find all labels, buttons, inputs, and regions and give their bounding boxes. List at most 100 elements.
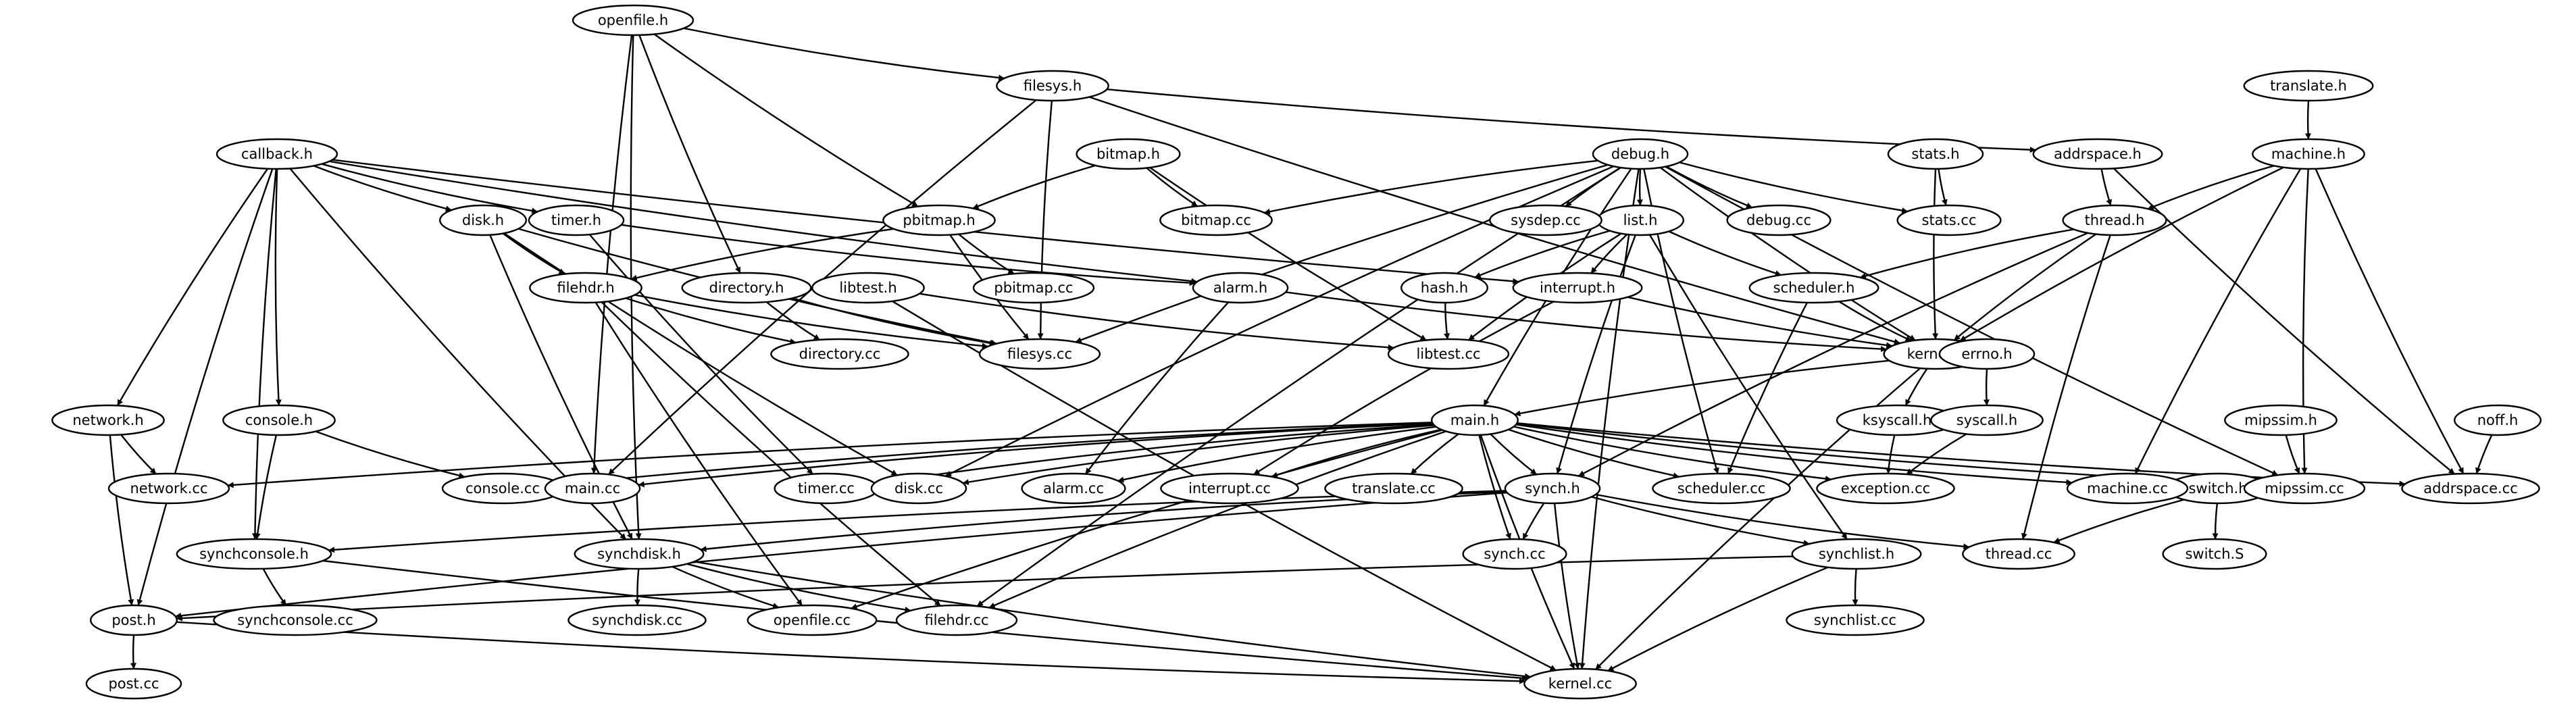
edge-main-h-to-machine-cc <box>1515 424 2073 486</box>
edge-callback-h-to-alarm-h <box>329 160 1198 284</box>
node-main-h[interactable]: main.h <box>1430 404 1519 436</box>
node-thread-cc[interactable]: thread.cc <box>1962 538 2075 570</box>
node-network-cc[interactable]: network.cc <box>107 472 230 505</box>
node-synchdisk-cc[interactable]: synchdisk.cc <box>567 604 707 636</box>
node-libtest-cc[interactable]: libtest.cc <box>1387 338 1510 370</box>
edge-openfile-h-to-filesys-h <box>683 27 1005 81</box>
node-filesys-h[interactable]: filesys.h <box>996 70 1109 102</box>
node-bitmap-cc[interactable]: bitmap.cc <box>1159 204 1273 236</box>
node-callback-h[interactable]: callback.h <box>216 138 338 170</box>
node-label: addrspace.h <box>2054 146 2142 162</box>
node-exception-cc[interactable]: exception.cc <box>1816 472 1955 505</box>
node-openfile-cc[interactable]: openfile.cc <box>747 604 878 636</box>
node-synchconsole-cc[interactable]: synchconsole.cc <box>213 604 378 636</box>
node-synchlist-h[interactable]: synchlist.h <box>1791 538 1922 570</box>
node-stats-cc[interactable]: stats.cc <box>1896 204 2002 236</box>
edge-list-h-to-scheduler-h <box>1668 230 1782 276</box>
node-translate-cc[interactable]: translate.cc <box>1324 472 1463 505</box>
node-console-cc[interactable]: console.cc <box>441 472 564 505</box>
edge-synchdisk-h-to-synchdisk-cc <box>634 568 640 606</box>
node-sysdep-cc[interactable]: sysdep.cc <box>1489 204 1602 236</box>
node-timer-h[interactable]: timer.h <box>528 204 625 236</box>
node-label: switch.h <box>2188 480 2247 497</box>
node-scheduler-cc[interactable]: scheduler.cc <box>1652 472 1791 505</box>
node-addrspace-h[interactable]: addrspace.h <box>2032 138 2163 170</box>
node-libtest-h[interactable]: libtest.h <box>811 272 925 304</box>
node-shape <box>2243 70 2374 102</box>
edge-main-h-to-translate-cc <box>1410 433 1459 475</box>
node-filesys-cc[interactable]: filesys.cc <box>978 338 1101 370</box>
node-synchdisk-h[interactable]: synchdisk.h <box>574 538 705 570</box>
node-noff-h[interactable]: noff.h <box>2453 404 2542 436</box>
node-switch-s[interactable]: switch.S <box>2162 538 2267 570</box>
node-directory-cc[interactable]: directory.cc <box>770 338 909 370</box>
node-directory-h[interactable]: directory.h <box>681 272 812 304</box>
node-syscall-h[interactable]: syscall.h <box>1930 404 2044 436</box>
node-label: interrupt.cc <box>1188 480 1271 497</box>
edge-synchconsole-h-to-synchconsole-cc <box>262 568 287 606</box>
node-addrspace-cc[interactable]: addrspace.cc <box>2401 472 2540 505</box>
node-shape <box>1592 138 1689 170</box>
node-alarm-h[interactable]: alarm.h <box>1192 272 1289 304</box>
node-main-cc[interactable]: main.cc <box>544 472 641 505</box>
node-errno-h[interactable]: errno.h <box>1938 338 2036 370</box>
edge-list-h-to-synch-h <box>1556 234 1636 474</box>
edge-filesys-h-to-addrspace-h <box>1107 88 2036 153</box>
edge-synchdisk-h-to-kernel-cc <box>694 561 1532 680</box>
node-mipssim-cc[interactable]: mipssim.cc <box>2243 472 2366 505</box>
node-synch-h[interactable]: synch.h <box>1504 472 1601 505</box>
node-label: errno.h <box>1961 346 2012 362</box>
node-translate-h[interactable]: translate.h <box>2243 70 2374 102</box>
node-timer-cc[interactable]: timer.cc <box>774 472 879 505</box>
node-filehdr-h[interactable]: filehdr.h <box>529 272 642 304</box>
node-machine-cc[interactable]: machine.cc <box>2066 472 2189 505</box>
node-pbitmap-cc[interactable]: pbitmap.cc <box>972 272 1095 304</box>
node-post-cc[interactable]: post.cc <box>85 667 182 700</box>
node-shape <box>1512 272 1643 304</box>
node-synch-cc[interactable]: synch.cc <box>1462 538 1567 570</box>
node-debug-h[interactable]: debug.h <box>1592 138 1689 170</box>
node-shape <box>811 272 925 304</box>
node-openfile-h[interactable]: openfile.h <box>572 4 694 36</box>
node-switch-h[interactable]: switch.h <box>2165 472 2271 505</box>
node-label: list.h <box>1623 212 1658 228</box>
node-shape <box>1076 138 1181 170</box>
edge-synchdisk-h-to-openfile-cc <box>672 565 780 609</box>
node-machine-h[interactable]: machine.h <box>2252 138 2365 170</box>
node-pbitmap-h[interactable]: pbitmap.h <box>882 204 996 236</box>
node-shape <box>1930 404 2044 436</box>
node-ksyscall-h[interactable]: ksyscall.h <box>1836 404 1959 436</box>
node-network-h[interactable]: network.h <box>51 404 165 436</box>
node-stats-h[interactable]: stats.h <box>1887 138 1984 170</box>
node-shape <box>89 604 178 636</box>
node-alarm-cc[interactable]: alarm.cc <box>1021 472 1126 505</box>
node-shape <box>978 338 1101 370</box>
node-thread-h[interactable]: thread.h <box>2062 204 2167 236</box>
edge-hash-h-to-libtest-cc <box>1444 302 1450 340</box>
node-post-h[interactable]: post.h <box>89 604 178 636</box>
node-debug-cc[interactable]: debug.cc <box>1726 204 1832 236</box>
node-synchconsole-h[interactable]: synchconsole.h <box>176 538 332 570</box>
node-hash-h[interactable]: hash.h <box>1400 272 1488 304</box>
node-disk-cc[interactable]: disk.cc <box>870 472 967 505</box>
node-synchlist-cc[interactable]: synchlist.cc <box>1786 604 1925 636</box>
node-interrupt-cc[interactable]: interrupt.cc <box>1160 472 1299 505</box>
node-interrupt-h[interactable]: interrupt.h <box>1512 272 1643 304</box>
node-shape <box>1430 404 1519 436</box>
node-label: thread.cc <box>1986 546 2052 562</box>
node-label: stats.h <box>1911 146 1959 162</box>
node-scheduler-h[interactable]: scheduler.h <box>1748 272 1879 304</box>
node-label: translate.cc <box>1352 480 1436 497</box>
edge-synch-h-to-synchconsole-h <box>328 490 1506 553</box>
node-shape <box>2162 538 2267 570</box>
node-kernel-cc[interactable]: kernel.cc <box>1523 667 1637 700</box>
node-console-h[interactable]: console.h <box>222 404 336 436</box>
edge-mipssim-h-to-mipssim-cc <box>2285 434 2300 474</box>
node-list-h[interactable]: list.h <box>1596 204 1684 236</box>
node-disk-h[interactable]: disk.h <box>439 204 528 236</box>
node-bitmap-h[interactable]: bitmap.h <box>1076 138 1181 170</box>
node-shape <box>567 604 707 636</box>
node-filehdr-cc[interactable]: filehdr.cc <box>895 604 1018 636</box>
node-label: synchlist.h <box>1819 546 1894 562</box>
node-mipssim-h[interactable]: mipssim.h <box>2224 404 2338 436</box>
